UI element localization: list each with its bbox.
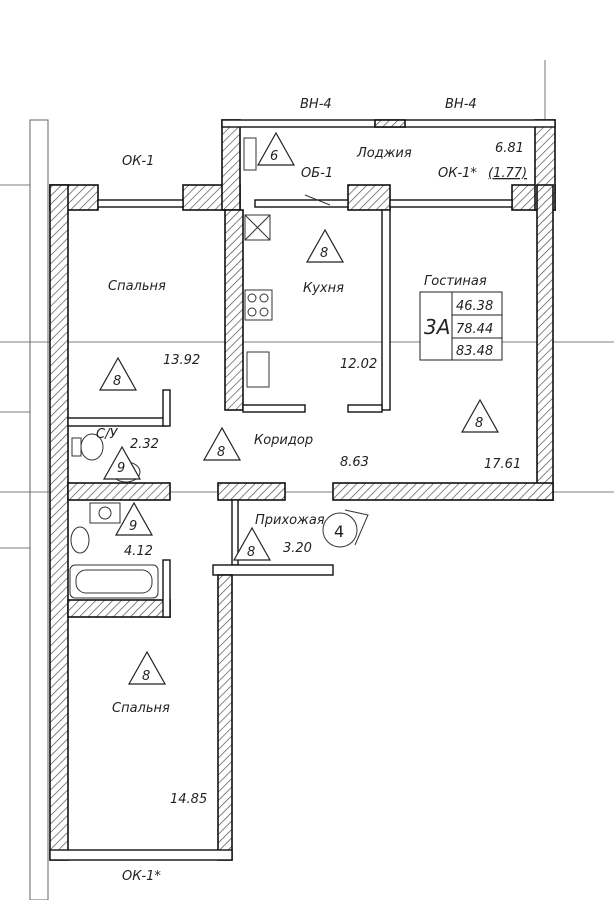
room-name-bedroom-top: Спальня [108,279,166,294]
marker-wc: 9 [117,461,125,476]
room-area-kitchen: 12.02 [340,357,377,372]
bath-sink-icon [70,526,90,554]
walls [49,119,556,861]
room-area-loggia: 6.81 [495,141,524,156]
loggia-rack-icon [243,137,257,171]
markers [98,131,500,685]
window-label-ok1-star-bottom: ОК-1* [122,869,161,884]
room-area-bathroom: 4.12 [124,544,153,559]
marker-bedroom-bottom: 8 [142,669,150,684]
room-name-living: Гостиная [424,274,487,289]
room-area-living: 17.61 [484,457,521,472]
room-name-bedroom-bottom: Спальня [112,701,170,716]
apartment-summary [419,291,503,361]
room-name-kitchen: Кухня [303,281,344,296]
room-name-hall: Прихожая [255,513,325,528]
marker-bedroom-top: 8 [113,374,121,389]
marker-corridor: 8 [217,445,225,460]
sink-icon [246,351,270,388]
window-label-ok1-star: ОК-1* [438,166,477,181]
room-area-wc: 2.32 [130,437,159,452]
marker-kitchen: 8 [320,246,328,261]
total-area: 78.44 [456,322,493,337]
marker-loggia: 6 [270,149,278,164]
marker-living: 8 [475,416,483,431]
marker-hall: 8 [247,545,255,560]
room-area-bedroom-bottom: 14.85 [170,792,207,807]
apartment-type: 3А [424,315,450,339]
window-label-ob1: ОБ-1 [301,166,333,181]
entrance-circle [322,512,358,548]
total-area-with-loggia: 83.48 [456,344,493,359]
window-label-bn-right: ВН-4 [445,97,477,112]
marker-bathroom: 9 [129,519,137,534]
room-reduced-area-loggia: (1.77) [488,166,527,181]
room-area-corridor: 8.63 [340,455,369,470]
room-name-wc: С/У [96,427,118,442]
room-area-hall: 3.20 [283,541,312,556]
living-area: 46.38 [456,299,493,314]
entrance-marker: 4 [334,522,344,541]
window-label-bn-left: ВН-4 [300,97,332,112]
room-name-corridor: Коридор [254,433,313,448]
window-label-ok1: ОК-1 [122,154,154,169]
room-area-bedroom-top: 13.92 [163,353,200,368]
room-name-loggia: Лоджия [356,146,412,161]
